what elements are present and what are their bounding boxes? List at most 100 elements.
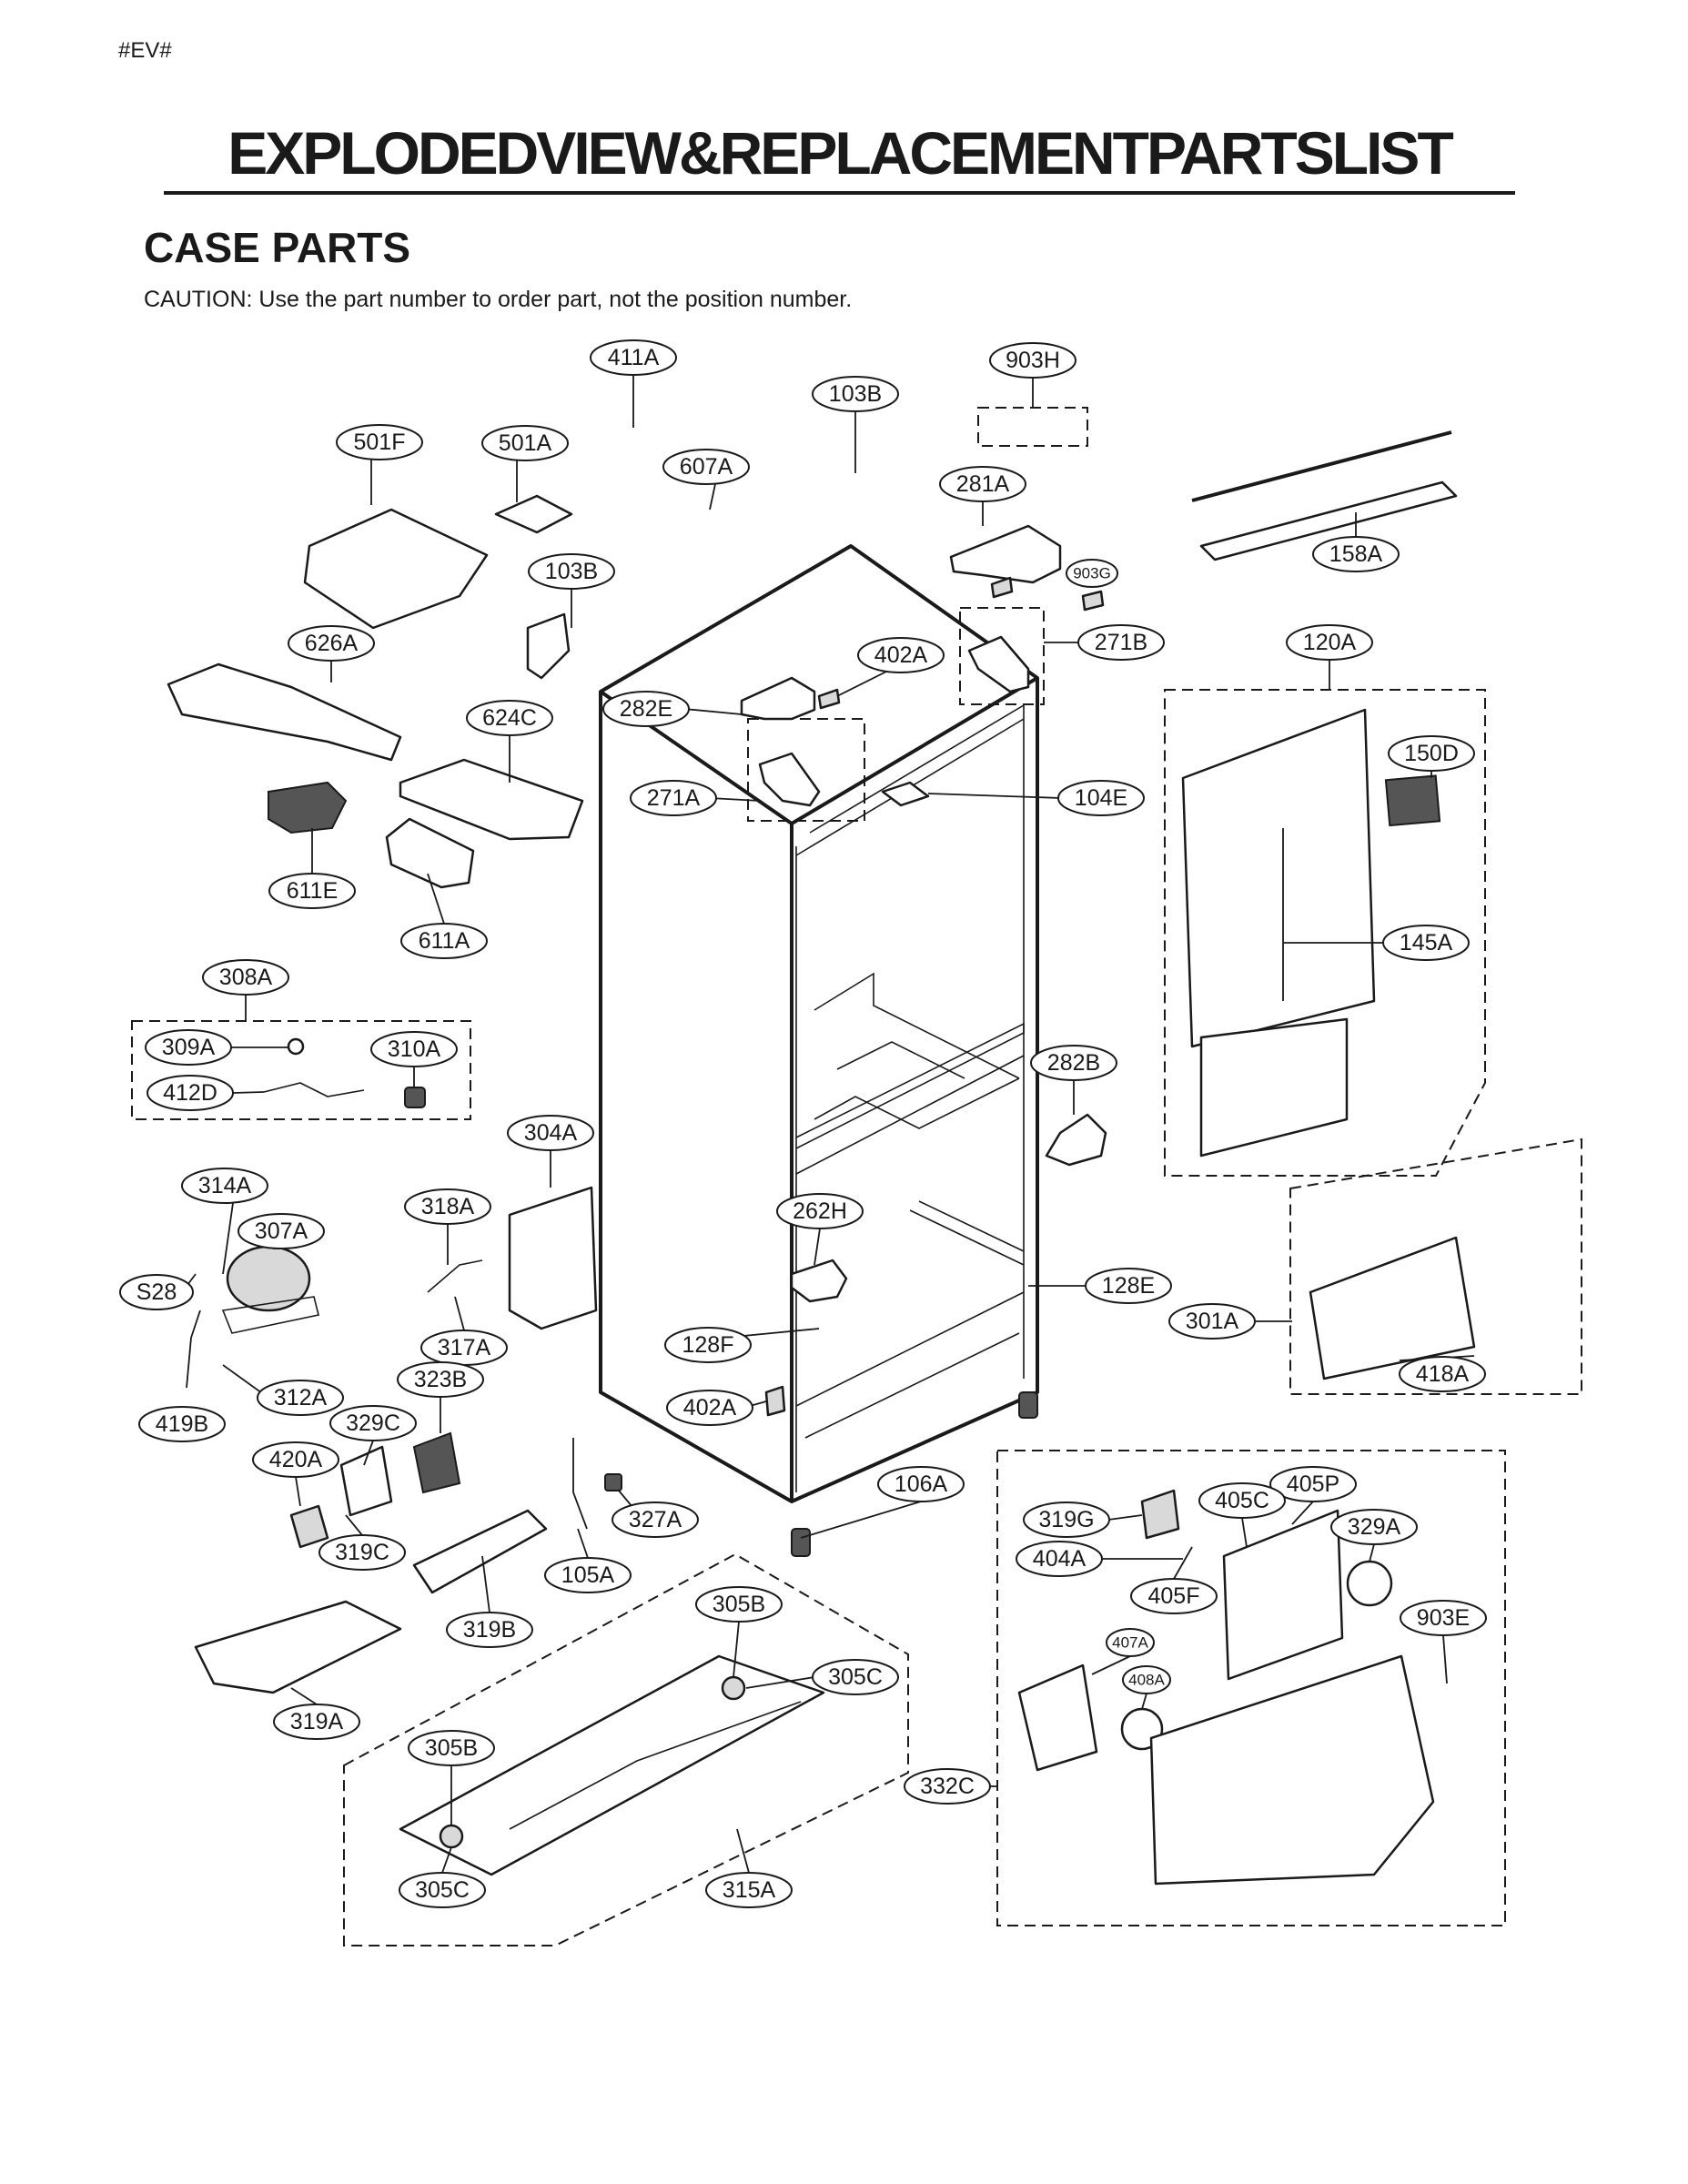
damper-305b-top	[721, 1675, 746, 1701]
callout-103b-2: 103B	[528, 553, 615, 590]
fan-housing-405p	[1222, 1509, 1344, 1681]
svg-text:305B: 305B	[713, 1592, 765, 1617]
svg-text:310A: 310A	[388, 1036, 441, 1062]
svg-text:305C: 305C	[828, 1664, 883, 1690]
callout-105a: 105A	[544, 1557, 632, 1593]
cover-402a-top	[990, 576, 1014, 599]
svg-text:419B: 419B	[156, 1411, 208, 1437]
group-903h-box	[977, 407, 1088, 447]
callout-314a: 314A	[181, 1168, 268, 1204]
svg-text:158A: 158A	[1329, 541, 1383, 567]
tube-419b	[186, 1309, 201, 1389]
heater-323b	[412, 1431, 461, 1494]
svg-text:106A: 106A	[895, 1471, 948, 1497]
callout-420a: 420A	[252, 1441, 339, 1478]
svg-text:128E: 128E	[1102, 1273, 1155, 1299]
svg-text:262H: 262H	[793, 1198, 847, 1224]
svg-text:408A: 408A	[1128, 1672, 1165, 1689]
callout-501a: 501A	[481, 425, 569, 461]
hinge-271a	[758, 752, 821, 807]
callout-624c: 624C	[466, 700, 553, 736]
svg-text:304A: 304A	[524, 1120, 578, 1146]
housing-407a	[1017, 1663, 1098, 1772]
strip-158a-top	[1191, 430, 1452, 502]
svg-text:607A: 607A	[680, 454, 733, 480]
svg-text:501F: 501F	[354, 430, 406, 455]
callout-304a: 304A	[507, 1115, 594, 1151]
callout-405c: 405C	[1198, 1482, 1286, 1519]
callout-329c: 329C	[329, 1405, 417, 1441]
callout-405p: 405P	[1269, 1466, 1357, 1502]
svg-text:402A: 402A	[874, 642, 928, 668]
callout-611e: 611E	[268, 873, 356, 909]
page-title: EXPLODEDVIEW&REPLACEMENTPARTSLIST	[227, 119, 1454, 187]
leveling-leg-left	[791, 1528, 811, 1557]
pad-150d	[1384, 774, 1441, 827]
callout-s28: S28	[119, 1274, 194, 1310]
damper-305b-low	[439, 1824, 464, 1849]
callout-310a: 310A	[370, 1031, 458, 1067]
callout-271a: 271A	[630, 780, 717, 816]
document-code: #EV#	[118, 38, 172, 63]
duct-319b	[412, 1509, 548, 1594]
svg-text:611E: 611E	[287, 878, 339, 904]
svg-text:332C: 332C	[920, 1774, 975, 1799]
callout-903h: 903H	[989, 342, 1076, 379]
callout-104e: 104E	[1057, 780, 1145, 816]
callout-305c-2: 305C	[399, 1872, 486, 1908]
group-308a-box	[131, 1020, 471, 1120]
left-parts	[167, 494, 622, 1694]
callout-611a: 611A	[400, 923, 488, 959]
callout-411a: 411A	[590, 339, 677, 376]
compressor-base	[221, 1296, 319, 1334]
svg-text:319G: 319G	[1038, 1507, 1094, 1532]
callout-150d: 150D	[1388, 735, 1475, 772]
group-301a-box	[1289, 1138, 1582, 1395]
svg-text:329A: 329A	[1348, 1514, 1401, 1540]
svg-text:103B: 103B	[829, 381, 882, 407]
svg-text:329C: 329C	[346, 1410, 400, 1436]
evaporator-301a	[1309, 1236, 1476, 1380]
svg-text:626A: 626A	[305, 631, 359, 656]
strip-158a	[1199, 480, 1458, 561]
svg-text:103B: 103B	[545, 559, 598, 584]
group-271a-box	[747, 718, 865, 822]
svg-text:624C: 624C	[482, 705, 537, 731]
cover-402a-low	[764, 1385, 786, 1417]
svg-text:327A: 327A	[629, 1507, 682, 1532]
group-332c-box	[996, 1450, 1506, 1926]
callout-308a: 308A	[202, 959, 289, 996]
callout-307a: 307A	[238, 1213, 325, 1249]
caution-note: CAUTION: Use the part number to order pa…	[144, 287, 853, 312]
cover-304a	[508, 1186, 598, 1330]
callout-412d: 412D	[147, 1075, 234, 1111]
callout-419b: 419B	[138, 1406, 226, 1442]
callout-305c: 305C	[812, 1659, 899, 1695]
tray-501f	[303, 508, 489, 630]
callout-332c: 332C	[904, 1768, 991, 1805]
svg-text:405F: 405F	[1148, 1583, 1200, 1609]
svg-text:319A: 319A	[290, 1709, 344, 1734]
svg-text:104E: 104E	[1075, 785, 1127, 811]
part-104e	[881, 781, 930, 807]
svg-text:307A: 307A	[255, 1218, 308, 1244]
callout-145a: 145A	[1382, 925, 1470, 961]
callout-262h: 262H	[776, 1193, 864, 1229]
part-327a	[604, 1473, 622, 1491]
svg-text:323B: 323B	[414, 1367, 467, 1392]
callout-158a: 158A	[1312, 536, 1400, 572]
svg-text:120A: 120A	[1303, 630, 1357, 655]
svg-text:318A: 318A	[421, 1194, 475, 1219]
hinge-282b	[1045, 1113, 1107, 1167]
right-parts	[1017, 430, 1476, 1886]
bracket-103b-left	[526, 612, 571, 680]
compressor-307a	[226, 1245, 311, 1312]
group-315a-box	[343, 1552, 909, 1946]
svg-text:150D: 150D	[1404, 741, 1459, 766]
title-underline	[164, 191, 1515, 195]
callout-323b: 323B	[397, 1361, 484, 1398]
fan-329a	[1346, 1560, 1393, 1607]
svg-text:404A: 404A	[1033, 1546, 1087, 1572]
group-271b-box	[959, 607, 1045, 705]
callout-120a: 120A	[1286, 624, 1373, 661]
